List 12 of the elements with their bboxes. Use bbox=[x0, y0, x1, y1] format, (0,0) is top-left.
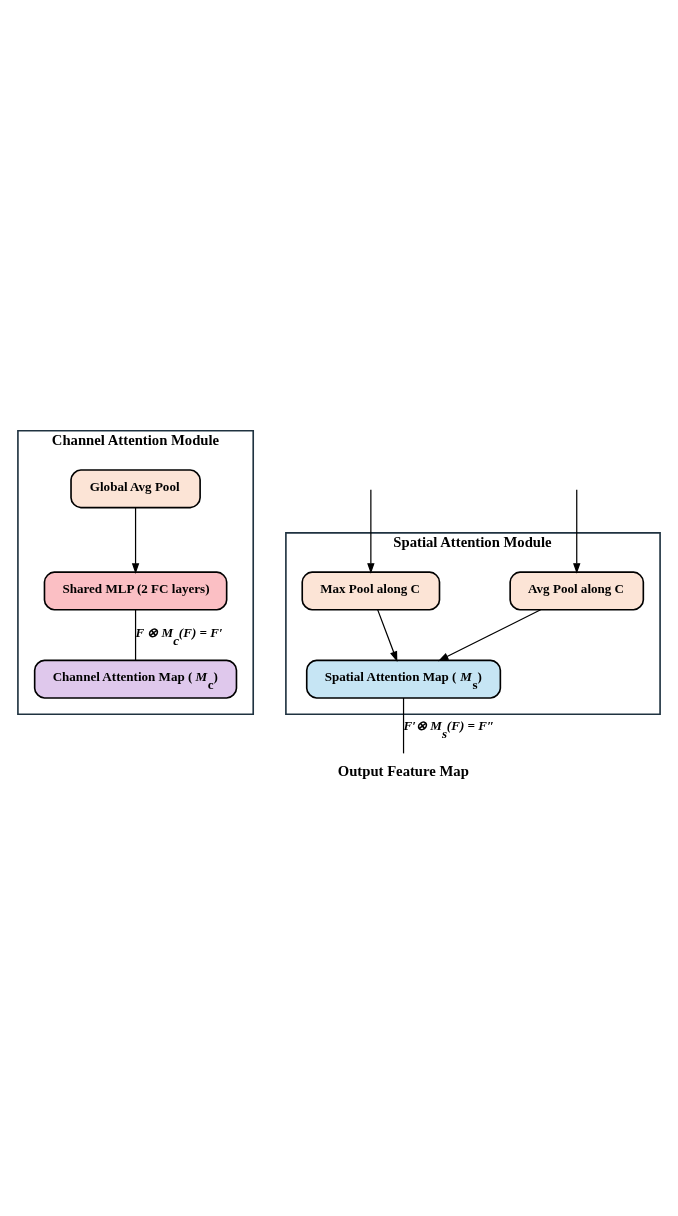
node-box: Shared MLP (2 FC layers) bbox=[43, 570, 228, 611]
arrow bbox=[573, 488, 581, 574]
connector bbox=[134, 608, 137, 661]
node-box: Avg Pool along C bbox=[509, 570, 645, 611]
arrow bbox=[437, 608, 542, 661]
node-text: Output Feature Map bbox=[337, 762, 469, 779]
connector bbox=[402, 696, 405, 754]
arrow bbox=[367, 488, 375, 574]
node-box: Global Avg Pool bbox=[70, 468, 201, 508]
node-box: Max Pool along C bbox=[301, 570, 441, 611]
arrow bbox=[377, 608, 398, 662]
arrow bbox=[131, 506, 140, 574]
